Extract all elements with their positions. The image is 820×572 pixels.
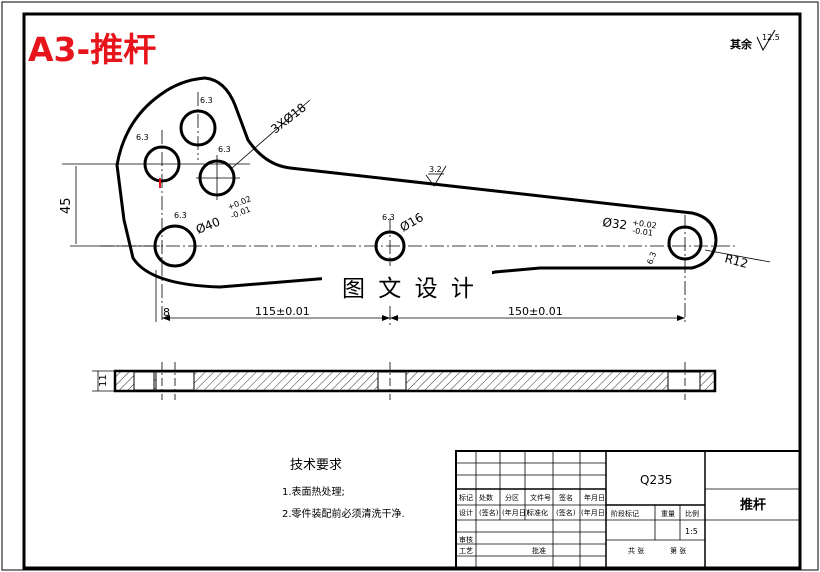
tb-h1-mark: 标记 (459, 493, 473, 502)
tb-h2-std-date: (年月日) (581, 508, 608, 517)
tb-h2-design: 设计 (459, 508, 473, 517)
roughness-label: 其余 (730, 37, 753, 51)
tech-req-item-1: 1.表面热处理; (282, 485, 345, 498)
roughness-symbol (756, 29, 776, 52)
tb-scale: 1:5 (685, 527, 698, 536)
rough-hole-big: 6.3 (174, 211, 187, 220)
hole-right-of-group (198, 159, 236, 197)
hole-end (667, 225, 703, 261)
section-outline (113, 369, 717, 393)
rough-hole-top: 6.3 (200, 96, 213, 105)
r12-leader (704, 249, 771, 263)
tb-h1-doc: 文件号 (530, 493, 551, 502)
tb-process: 工艺 (459, 547, 473, 555)
tb-h1-zone: 分区 (505, 493, 519, 502)
callout-end-hole-upper: +0.02 (632, 218, 658, 230)
part-section-view: 11 (92, 362, 717, 400)
tb-audit: 审核 (459, 535, 473, 544)
tech-req-item-2: 2.零件装配前必须清洗干净. (282, 507, 405, 520)
tb-sheet-total: 共 张 (628, 546, 644, 555)
tb-stage: 阶段标记 (611, 509, 639, 518)
surface-roughness-value: 3.2 (429, 165, 442, 174)
hole-top (179, 109, 217, 147)
watermark-bg (322, 266, 492, 304)
rough-hole-left: 6.3 (136, 133, 149, 142)
dim-arrow-1 (382, 315, 390, 321)
title-block-frame (455, 450, 801, 569)
rough-hole-middle: 6.3 (382, 213, 395, 222)
tb-material: Q235 (640, 473, 672, 487)
rough-end-hole: 6.3 (645, 251, 658, 266)
tb-scale-label: 比例 (685, 509, 699, 518)
surface-roughness-symbol (425, 165, 447, 187)
callout-r12: R12 (723, 251, 749, 271)
part-outline (115, 76, 718, 289)
title-block: 标记 处数 分区 文件号 签名 年月日 设计 (签名) (年月日) 标准化 (签… (455, 450, 801, 569)
tb-h2-std: 标准化 (527, 508, 548, 517)
rough-hole-group: 6.3 (218, 145, 231, 154)
section-gap-4 (667, 371, 701, 391)
section-gap-1 (133, 371, 155, 391)
section-gap-3 (377, 371, 407, 391)
watermark: 图 文 设 计 (342, 276, 477, 302)
tb-h2-date: (年月日) (502, 508, 529, 517)
inner-frame (22, 12, 802, 570)
tb-h1-count: 处数 (479, 493, 493, 502)
callout-end-hole-lower: -0.01 (632, 226, 654, 238)
callout-big-hole: Ø40 (194, 215, 222, 237)
dim-arrow-2 (390, 315, 398, 321)
hole-left (143, 145, 181, 183)
tech-requirements: 技术要求 1.表面热处理; 2.零件装配前必须清洗干净. (282, 458, 405, 520)
hole-middle (374, 230, 406, 262)
dim-arrow-4 (162, 315, 170, 321)
tb-h2-std-sign: (签名) (556, 508, 576, 517)
general-roughness: 其余 12.5 (730, 29, 780, 52)
tb-h2-sign: (签名) (479, 508, 499, 517)
tb-approve: 批准 (532, 546, 546, 555)
dim-150: 150±0.01 (508, 305, 563, 318)
tb-h1-sign: 签名 (559, 493, 573, 502)
tech-req-title: 技术要求 (290, 458, 342, 473)
dim-45: 45 (59, 197, 74, 214)
tb-part-name: 推杆 (740, 497, 766, 513)
tb-sheet-no: 第 张 (670, 546, 686, 555)
tb-h1-date: 年月日 (584, 493, 605, 502)
dim-8: 8 (163, 306, 170, 319)
dim-arrow-3 (677, 315, 685, 321)
roughness-value: 12.5 (762, 33, 780, 42)
drawing-title: A3-推杆 (28, 30, 156, 69)
callout-middle-hole: Ø16 (398, 210, 426, 234)
dim-115: 115±0.01 (255, 305, 310, 318)
callout-3x18: 3XØ18 (268, 100, 309, 136)
callout-end-hole: Ø32 (602, 215, 628, 232)
callout-3x18-leader (231, 99, 311, 169)
tb-weight: 重量 (661, 510, 675, 518)
dim-thickness: 11 (98, 374, 109, 387)
